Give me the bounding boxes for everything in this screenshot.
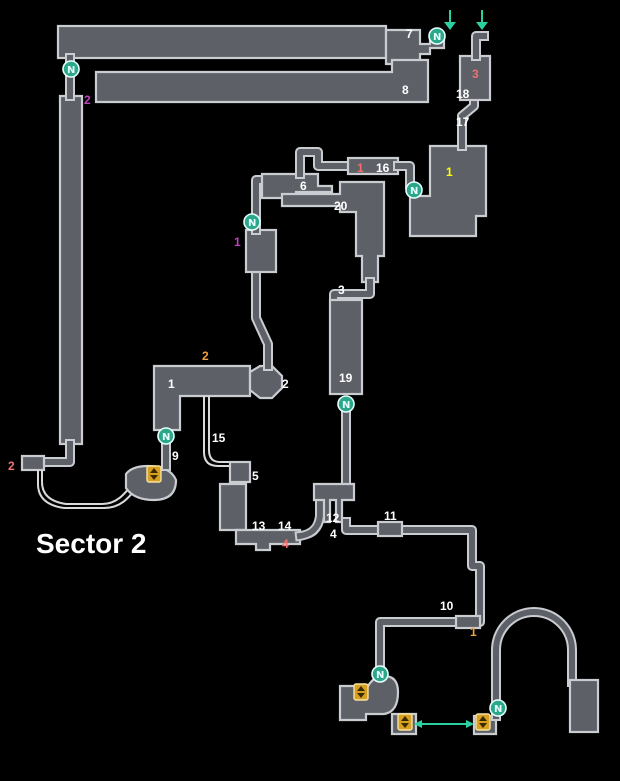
nav-point-icon[interactable]: N <box>157 427 175 445</box>
corridor-red-3-top-in <box>473 33 487 59</box>
corridor-16-in <box>395 163 413 187</box>
label-room-17: 17 <box>456 115 470 129</box>
room-magenta-1 <box>244 228 278 274</box>
label-magenta-1: 1 <box>234 235 241 249</box>
room-10 <box>454 614 482 630</box>
room-red-2-stub <box>20 454 46 472</box>
room-lift-bottom <box>338 674 400 722</box>
label-room-4: 4 <box>330 527 337 541</box>
lift-link-arrow-right <box>466 720 474 728</box>
label-room-1-main: 1 <box>168 377 175 391</box>
down-arrow-icon <box>476 10 488 30</box>
room-1-main <box>152 364 252 432</box>
label-room-3: 3 <box>338 283 345 297</box>
label-orange-2: 2 <box>202 349 209 363</box>
corridor-arch-in <box>493 609 575 719</box>
corridor-3-in <box>331 279 373 303</box>
label-yellow-1: 1 <box>446 165 453 179</box>
nav-point-icon[interactable]: N <box>489 699 507 717</box>
svg-text:N: N <box>67 65 75 76</box>
label-room-9: 9 <box>172 449 179 463</box>
label-room-19: 19 <box>339 371 353 385</box>
label-room-18: 18 <box>456 87 470 101</box>
nav-point-icon[interactable]: N <box>428 27 446 45</box>
svg-text:N: N <box>494 704 502 715</box>
label-room-11: 11 <box>384 509 397 523</box>
elevator-icon[interactable] <box>146 465 162 483</box>
corridor-11 <box>341 517 485 673</box>
corridor-left-bottom-in <box>37 441 73 465</box>
room-yellow-1 <box>408 144 488 238</box>
label-room-10: 10 <box>440 599 454 613</box>
label-room-13: 13 <box>252 519 266 533</box>
label-room-7: 7 <box>406 27 413 41</box>
svg-text:N: N <box>410 186 418 197</box>
cable-loop-2 <box>41 470 135 505</box>
label-red-1: 1 <box>357 161 364 175</box>
svg-text:N: N <box>162 432 170 443</box>
corridor-17-in <box>459 95 477 149</box>
nav-point-icon[interactable]: N <box>405 181 423 199</box>
room-11 <box>376 520 404 538</box>
elevator-icon[interactable] <box>475 713 491 731</box>
corridor-arch <box>491 607 577 721</box>
nav-point-icon[interactable]: N <box>243 213 261 231</box>
elevator-icon[interactable] <box>353 683 369 701</box>
svg-text:N: N <box>376 670 384 681</box>
corridor-14-curve-in <box>296 493 323 540</box>
label-orange-1: 1 <box>470 625 477 639</box>
room-lift-9 <box>124 464 178 502</box>
label-room-20: 20 <box>334 199 348 213</box>
svg-text:N: N <box>248 218 256 229</box>
corridor-6-top-in <box>297 149 353 177</box>
room-20 <box>280 180 386 284</box>
room-19 <box>328 298 364 396</box>
label-room-8: 8 <box>402 83 409 97</box>
label-room-15: 15 <box>212 431 226 445</box>
corridor-13-14 <box>234 528 302 552</box>
nav-point-icon[interactable]: N <box>62 60 80 78</box>
label-red-4: 4 <box>282 537 289 551</box>
room-red-3 <box>458 54 492 102</box>
corridor-15 <box>203 396 232 467</box>
room-end <box>568 678 600 734</box>
label-red-2: 2 <box>8 459 15 473</box>
label-room-14: 14 <box>278 519 292 533</box>
room-5 <box>228 460 252 484</box>
nav-point-icon[interactable]: N <box>337 395 355 413</box>
label-room-6: 6 <box>300 179 307 193</box>
room-12 <box>312 482 356 524</box>
room-top-long <box>56 24 388 60</box>
label-magenta-2: 2 <box>84 93 91 107</box>
label-room-2-main: 2 <box>282 377 289 391</box>
room-16 <box>346 156 400 176</box>
room-6 <box>260 172 334 200</box>
label-red-3: 3 <box>472 67 479 81</box>
label-room-12: 12 <box>326 511 340 525</box>
svg-text:N: N <box>433 32 441 43</box>
label-room-16: 16 <box>376 161 390 175</box>
down-arrow-icon <box>444 10 456 30</box>
nav-point-icon[interactable]: N <box>371 665 389 683</box>
lift-link-arrow-left <box>414 720 422 728</box>
elevator-icon[interactable] <box>397 713 413 731</box>
corridor-left-shaft <box>58 94 84 446</box>
room-8 <box>94 58 430 104</box>
sector-title: Sector 2 <box>36 528 147 559</box>
corridor-15-b <box>208 396 232 463</box>
svg-text:N: N <box>342 400 350 411</box>
label-room-5: 5 <box>252 469 259 483</box>
corridor-11-in <box>343 519 483 671</box>
corridor-upper-left-in <box>253 267 271 369</box>
room-13-block <box>218 482 248 532</box>
